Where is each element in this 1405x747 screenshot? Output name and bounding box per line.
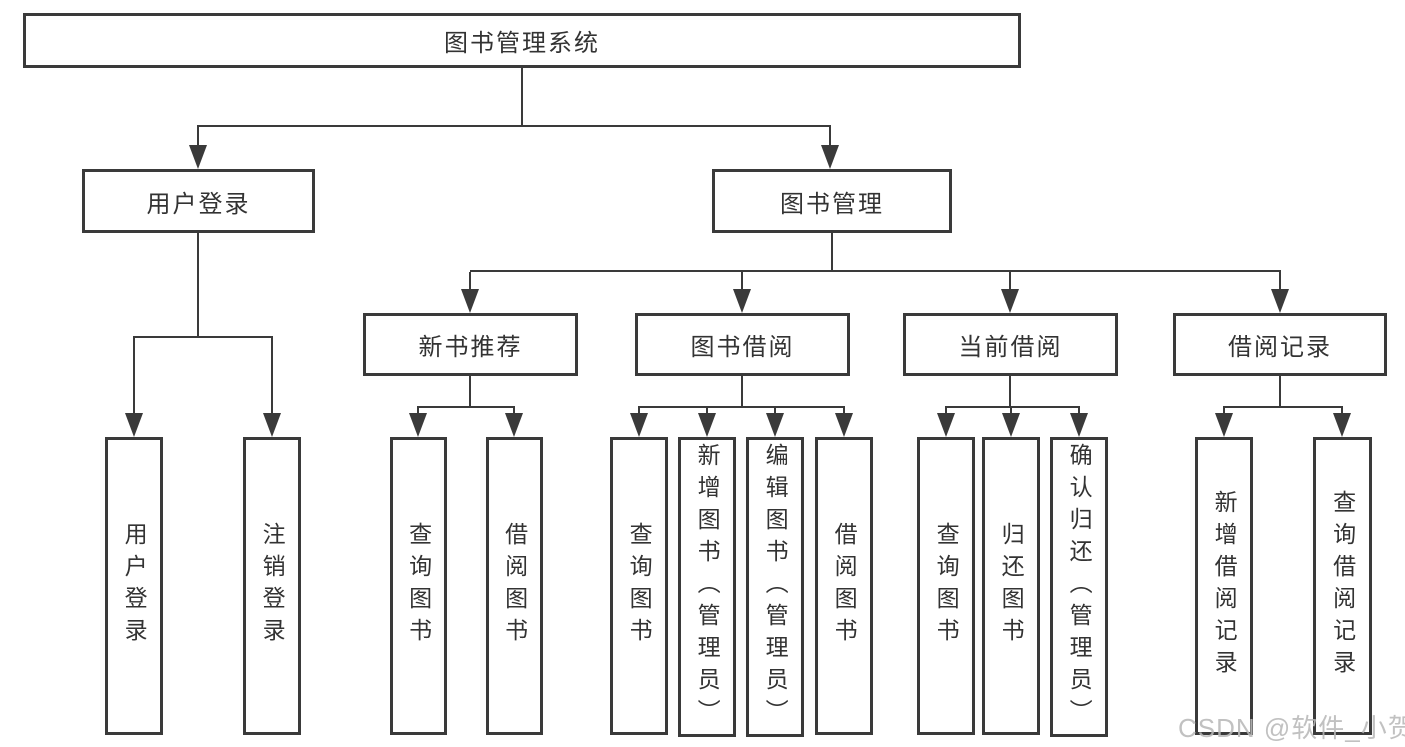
leaf-label: 查询图书: [626, 522, 653, 650]
leaf-label: 新增图书（管理员）: [694, 443, 721, 731]
node-label: 图书管理: [780, 190, 884, 218]
connector-drop-current-borrow: [1009, 272, 1011, 292]
leaf-label: 注销登录: [259, 522, 286, 650]
leaf-records-add-record: 新增借阅记录: [1195, 437, 1253, 735]
connector-drop-new-book: [469, 272, 471, 292]
leaf-borrow-query-books: 查询图书: [610, 437, 668, 735]
leaf-label: 新增借阅记录: [1211, 490, 1238, 682]
arrow-down-leaf: [630, 413, 648, 437]
connector-newbook-stem: [469, 376, 471, 408]
node-new-book-recommend: 新书推荐: [363, 313, 578, 376]
arrow-down-leaf: [409, 413, 427, 437]
connector-bookborrow-hbar: [638, 406, 845, 408]
node-book-borrow: 图书借阅: [635, 313, 850, 376]
connector-newbook-hbar: [417, 406, 515, 408]
connector-drop-book-management: [829, 127, 831, 151]
leaf-label: 确认归还（管理员）: [1066, 443, 1093, 731]
arrow-down-leaf-login: [125, 413, 143, 437]
leaf-records-query-record: 查询借阅记录: [1313, 437, 1372, 735]
leaf-current-return-books: 归还图书: [982, 437, 1040, 735]
leaf-newbook-borrow-books: 借阅图书: [486, 437, 543, 735]
node-current-borrow: 当前借阅: [903, 313, 1118, 376]
leaf-label: 查询图书: [405, 522, 432, 650]
arrow-down-user-login: [189, 145, 207, 169]
node-label: 用户登录: [146, 190, 251, 218]
connector-bookborrow-stem: [741, 376, 743, 408]
leaf-newbook-query-books: 查询图书: [390, 437, 447, 735]
arrow-down-book-management: [821, 145, 839, 169]
leaf-borrow-edit-books-admin: 编辑图书（管理员）: [746, 437, 804, 737]
arrow-down-leaf: [766, 413, 784, 437]
connector-drop-leaf-logout: [271, 338, 273, 416]
connector-bookmgmt-stem: [831, 233, 833, 272]
connector-drop-leaf-login: [133, 338, 135, 416]
connector-userlogin-hbar: [133, 336, 273, 338]
leaf-label: 借阅图书: [831, 522, 858, 650]
arrow-down-leaf: [1070, 413, 1088, 437]
leaf-label: 用户登录: [121, 522, 148, 650]
leaf-label: 借阅图书: [501, 522, 528, 650]
arrow-down-leaf: [937, 413, 955, 437]
arrow-down-leaf: [1002, 413, 1020, 437]
connector-currentborrow-hbar: [945, 406, 1080, 408]
leaf-current-query-books: 查询图书: [917, 437, 975, 735]
node-borrow-records: 借阅记录: [1173, 313, 1387, 376]
node-label: 新书推荐: [418, 334, 523, 361]
leaf-label: 编辑图书（管理员）: [762, 443, 789, 731]
arrow-down-leaf: [505, 413, 523, 437]
connector-root-stem: [521, 68, 523, 127]
arrow-down-leaf: [1333, 413, 1351, 437]
connector-currentborrow-stem: [1009, 376, 1011, 408]
leaf-label: 查询借阅记录: [1329, 490, 1356, 682]
connector-drop-book-borrow: [741, 272, 743, 292]
arrow-down-book-borrow: [733, 289, 751, 313]
leaf-label: 查询图书: [933, 522, 960, 650]
arrow-down-leaf: [835, 413, 853, 437]
arrow-down-leaf: [1215, 413, 1233, 437]
arrow-down-leaf: [698, 413, 716, 437]
csdn-watermark: CSDN @软件_小贺同学: [1178, 713, 1405, 743]
arrow-down-new-book: [461, 289, 479, 313]
connector-drop-user-login: [197, 127, 199, 151]
connector-root-hbar: [197, 125, 831, 127]
node-label: 当前借阅: [958, 334, 1063, 361]
leaf-user-login: 用户登录: [105, 437, 163, 735]
node-label: 借阅记录: [1228, 334, 1332, 361]
node-user-login: 用户登录: [82, 169, 315, 233]
node-label: 图书借阅: [690, 334, 795, 361]
leaf-borrow-borrow-books: 借阅图书: [815, 437, 873, 735]
leaf-borrow-add-books-admin: 新增图书（管理员）: [678, 437, 736, 737]
leaf-label: 归还图书: [998, 522, 1025, 650]
connector-drop-borrow-records: [1279, 272, 1281, 292]
arrow-down-leaf-logout: [263, 413, 281, 437]
leaf-logout: 注销登录: [243, 437, 301, 735]
leaf-current-confirm-return-admin: 确认归还（管理员）: [1050, 437, 1108, 737]
arrow-down-borrow-records: [1271, 289, 1289, 313]
node-book-management: 图书管理: [712, 169, 952, 233]
node-label: 图书管理系统: [444, 30, 600, 57]
arrow-down-current-borrow: [1001, 289, 1019, 313]
node-library-management-system: 图书管理系统: [23, 13, 1021, 68]
connector-records-hbar: [1223, 406, 1343, 408]
connector-bookmgmt-hbar: [470, 270, 1281, 272]
connector-userlogin-stem: [197, 233, 199, 338]
connector-records-stem: [1279, 376, 1281, 408]
